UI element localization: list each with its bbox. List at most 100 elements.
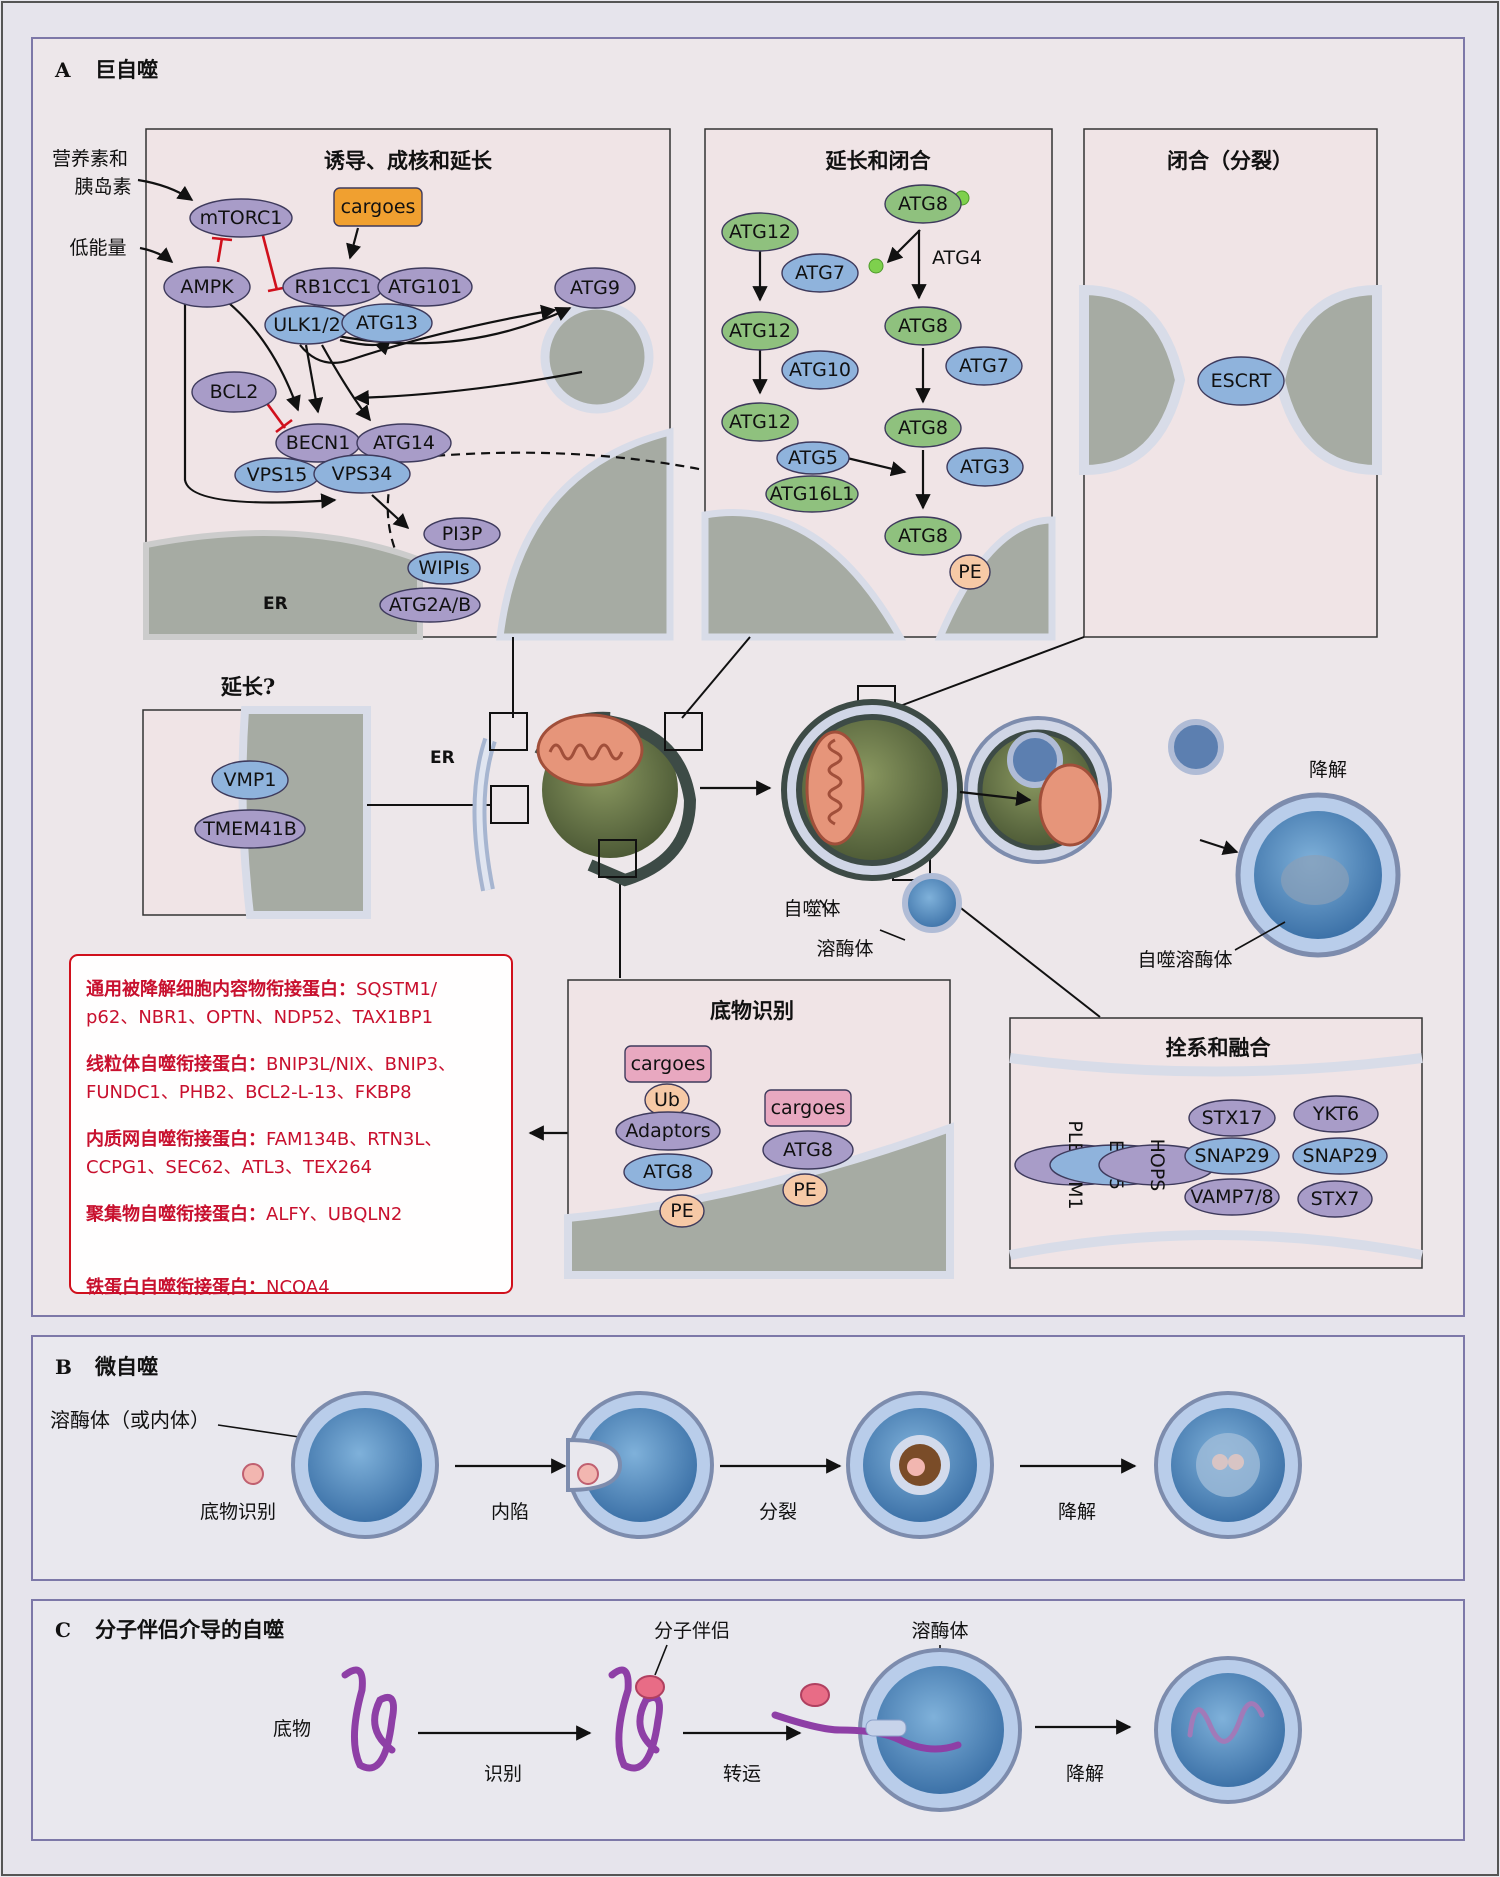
protein-wipis: WIPIs (407, 551, 481, 585)
protein-p5-3-text: ATG8 (643, 1161, 693, 1183)
protein-p2-14: PE (949, 554, 991, 590)
protein-rb1cc1: RB1CC1 (282, 267, 384, 307)
protein-p2-1-text: ATG7 (795, 262, 845, 284)
protein-pi3p: PI3P (423, 517, 501, 551)
protein-atg14: ATG14 (356, 423, 452, 463)
b-degradation-label: 降解 (1058, 1501, 1096, 1523)
lead-line (654, 1644, 668, 1676)
protein-p6-6: YKT6 (1293, 1095, 1379, 1133)
protein-atg101: ATG101 (377, 267, 473, 307)
protein-p2-6-text: ATG8 (898, 315, 948, 337)
protein-becn1-text: BECN1 (286, 432, 351, 454)
protein-p2-5: ATG10 (781, 350, 859, 390)
micro-stage-4 (1154, 1391, 1302, 1539)
adaptor-line-1: 线粒体自噬衔接蛋白：BNIP3L/NIX、BNIP3、 (86, 1053, 456, 1075)
protein-atg9-text: ATG9 (570, 277, 620, 299)
protein-p2-10-text: ATG16L1 (770, 483, 855, 505)
protein-p2-2-text: ATG8 (898, 193, 948, 215)
protein-p2-0: ATG12 (721, 212, 799, 252)
protein-ulk12: ULK1/2 (264, 305, 350, 345)
protein-vmp1: VMP1 (211, 760, 289, 800)
input-insulin: 胰岛素 (74, 176, 131, 198)
protein-atg101-text: ATG101 (388, 276, 462, 298)
protein-p5-7: PE (782, 1173, 828, 1207)
lysosome-label: 溶酶体 (816, 938, 873, 960)
lead-line (879, 929, 906, 941)
lead-line (1234, 921, 1286, 951)
protein-p5-6-text: ATG8 (783, 1139, 833, 1161)
section-a-letter: A (54, 58, 71, 82)
protein-ulk12-text: ULK1/2 (273, 314, 341, 336)
protein-p6-7-text: SNAP29 (1303, 1145, 1378, 1167)
protein-atg14-text: ATG14 (373, 432, 435, 454)
autophagosome (781, 699, 963, 881)
protein-p2-8: ATG12 (721, 402, 799, 442)
autolysosome-label: 自噬溶酶体 (1137, 949, 1232, 971)
protein-p6-7: SNAP29 (1292, 1137, 1388, 1175)
section-b-title: 微自噬 (94, 1354, 158, 1379)
b-recognition-label: 底物识别 (200, 1501, 276, 1523)
protein-p2-12: ATG3 (946, 447, 1024, 487)
protein-p2-4: ATG12 (721, 311, 799, 351)
cma-degradation (1154, 1656, 1302, 1804)
c-translocation-label: 转运 (723, 1763, 761, 1785)
protein-vps34: VPS34 (313, 454, 411, 494)
protein-p5-6: ATG8 (762, 1130, 854, 1170)
section-c-title: 分子伴侣介导的自噬 (95, 1617, 284, 1642)
protein-vmp1-text: VMP1 (224, 769, 277, 791)
panel6-title: 拴系和融合 (1166, 1035, 1272, 1060)
panel-closure-scission (1079, 128, 1382, 638)
protein-p5-3: ATG8 (623, 1153, 713, 1191)
panel1-title: 诱导、成核和延长 (324, 148, 493, 173)
protein-p6-3: STX17 (1188, 1099, 1276, 1137)
b-lysosome-label: 溶酶体（或内体） (50, 1408, 210, 1432)
section-a-title: 巨自噬 (95, 57, 158, 82)
protein-p2-4-text: ATG12 (729, 320, 791, 342)
adaptor-line-0-cont: p62、NBR1、OPTN、NDP52、TAX1BP1 (86, 1007, 433, 1028)
protein-p6-4: SNAP29 (1184, 1137, 1280, 1175)
protein-p5-5-text: cargoes (771, 1097, 846, 1119)
protein-p2-7: ATG7 (945, 346, 1023, 386)
protein-cargoes: cargoes (333, 187, 423, 227)
c-chaperone-label: 分子伴侣 (654, 1620, 730, 1642)
protein-bcl2: BCL2 (191, 371, 277, 413)
panel2-title: 延长和闭合 (825, 148, 932, 173)
protein-p2-10: ATG16L1 (765, 475, 859, 513)
protein-p5-4-text: PE (670, 1200, 693, 1222)
protein-p6-6-text: YKT6 (1312, 1103, 1359, 1125)
protein-wipis-text: WIPIs (418, 557, 469, 579)
panel2-arrows (752, 229, 931, 510)
protein-p6-8: STX7 (1297, 1180, 1373, 1218)
micro-stage-3 (846, 1391, 994, 1539)
protein-pi3p-text: PI3P (442, 523, 483, 545)
protein-p2-13: ATG8 (884, 516, 962, 556)
protein-p5-2: Adaptors (615, 1111, 721, 1151)
protein-p2-6: ATG8 (884, 306, 962, 346)
panel5-title: 底物识别 (710, 998, 794, 1023)
lead-line (819, 899, 830, 913)
protein-p5-1: Ub (644, 1083, 690, 1117)
pathway-arrows-a (528, 780, 1239, 1141)
chaperone-1 (635, 1675, 665, 1699)
er-label-1: ER (263, 594, 288, 614)
protein-p2-5-text: ATG10 (789, 359, 851, 381)
protein-atg2ab: ATG2A/B (379, 587, 481, 623)
protein-p5-1-text: Ub (654, 1089, 680, 1111)
adaptor-line-4: 铁蛋白自噬衔接蛋白：NCOA4 (86, 1276, 330, 1298)
substrate-protein (341, 1666, 397, 1772)
green-dot-2 (868, 258, 884, 274)
b-invagination-label: 内陷 (491, 1501, 529, 1523)
fusing-vesicle (964, 716, 1224, 864)
protein-p5-2-text: Adaptors (625, 1120, 710, 1142)
lead-line (217, 1424, 307, 1439)
adaptor-line-2: 内质网自噬衔接蛋白：FAM134B、RTN3L、 (86, 1128, 442, 1150)
protein-escrt-text: ESCRT (1211, 370, 1272, 392)
adaptor-box (69, 954, 513, 1294)
protein-p2-13-text: ATG8 (898, 525, 948, 547)
panel3-title: 闭合（分裂） (1167, 148, 1293, 173)
protein-p2-2: ATG8 (884, 184, 962, 224)
protein-bcl2-text: BCL2 (210, 381, 259, 403)
protein-rb1cc1-text: RB1CC1 (295, 276, 372, 298)
